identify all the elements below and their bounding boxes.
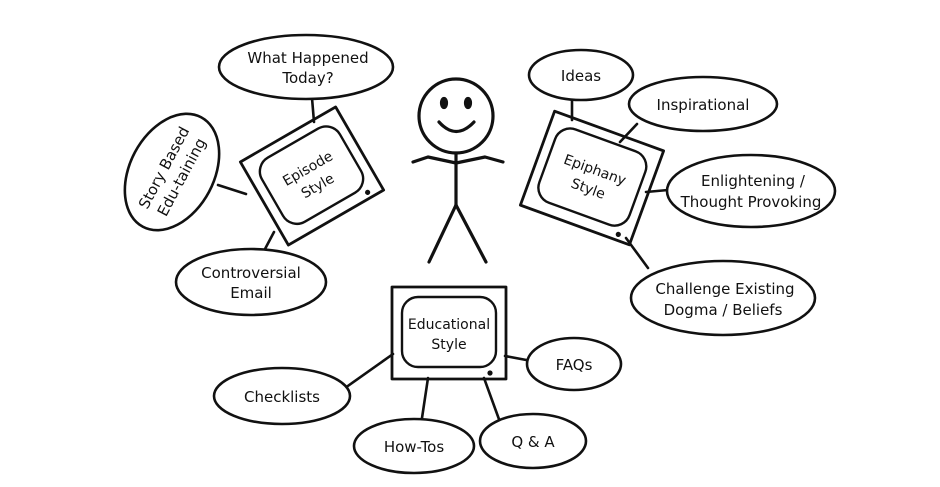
bubble-how-tos-label: How-Tos bbox=[384, 438, 445, 456]
stick-figure-left-eye bbox=[439, 96, 449, 110]
tv-frame bbox=[518, 109, 666, 247]
bubble-how-tos: How-Tos bbox=[352, 417, 476, 475]
bubble-ideas-label: Ideas bbox=[561, 67, 601, 85]
bubble-what-happened-line1: What Happened bbox=[247, 49, 368, 67]
tv-knob bbox=[487, 370, 493, 376]
bubble-ideas: Ideas bbox=[527, 48, 635, 102]
bubble-challenge-line1: Challenge Existing bbox=[655, 280, 794, 298]
tv-knob bbox=[615, 231, 621, 237]
bubble-checklists-label: Checklists bbox=[244, 388, 320, 406]
connector-checklists bbox=[343, 352, 395, 390]
tv-frame bbox=[238, 105, 386, 247]
connector-qa bbox=[482, 376, 502, 424]
tv-knob bbox=[365, 189, 371, 195]
stick-figure-right-leg bbox=[454, 203, 488, 264]
bubble-enlightening: Enlightening / Thought Provoking bbox=[665, 153, 837, 229]
tv-screen bbox=[400, 295, 498, 369]
stick-figure-left-leg bbox=[427, 203, 458, 264]
connector-story-based bbox=[216, 183, 248, 196]
tv-screen bbox=[258, 125, 365, 226]
bubble-challenge-line2: Dogma / Beliefs bbox=[664, 301, 783, 319]
stick-figure bbox=[411, 77, 505, 264]
bubble-controversial-email: Controversial Email bbox=[174, 247, 328, 317]
connector-inspirational bbox=[618, 122, 639, 144]
stick-figure-right-eye bbox=[463, 96, 473, 110]
stick-figure-right-arm bbox=[454, 155, 505, 165]
tv-educational-line1: Educational bbox=[408, 317, 490, 333]
bubble-enlightening-line1: Enlightening / bbox=[701, 172, 806, 190]
bubble-faqs-label: FAQs bbox=[556, 356, 593, 374]
tv-epiphany-style: Epiphany Style bbox=[518, 109, 666, 247]
bubble-what-happened-today: What Happened Today? bbox=[217, 33, 395, 101]
stick-figure-smile bbox=[437, 120, 476, 134]
bubble-challenge-existing: Challenge Existing Dogma / Beliefs bbox=[629, 259, 817, 337]
connector-lines bbox=[216, 96, 670, 424]
connector-controversial bbox=[263, 230, 276, 251]
bubble-checklists: Checklists bbox=[212, 366, 352, 426]
stick-figure-left-arm bbox=[411, 155, 458, 165]
bubble-controversial-line2: Email bbox=[230, 284, 272, 302]
bubble-inspirational: Inspirational bbox=[627, 75, 779, 133]
tv-screen bbox=[537, 127, 648, 227]
bubble-inspirational-label: Inspirational bbox=[657, 96, 750, 114]
tv-educational-style: Educational Style bbox=[390, 285, 508, 381]
bubble-story-based: Story Based Edu-taining bbox=[123, 112, 221, 232]
bubble-enlightening-line2: Thought Provoking bbox=[680, 193, 822, 211]
connector-howtos bbox=[420, 376, 430, 420]
tv-educational-line2: Style bbox=[431, 337, 466, 353]
bubble-q-and-a-label: Q & A bbox=[511, 433, 555, 451]
bubble-controversial-line1: Controversial bbox=[201, 264, 301, 282]
bubble-faqs: FAQs bbox=[525, 336, 623, 392]
bubble-what-happened-line2: Today? bbox=[281, 69, 333, 87]
tv-episode-style: Episode Style bbox=[238, 105, 386, 247]
bubble-q-and-a: Q & A bbox=[478, 412, 588, 470]
tv-frame bbox=[390, 285, 508, 381]
stick-figure-head bbox=[417, 77, 495, 155]
